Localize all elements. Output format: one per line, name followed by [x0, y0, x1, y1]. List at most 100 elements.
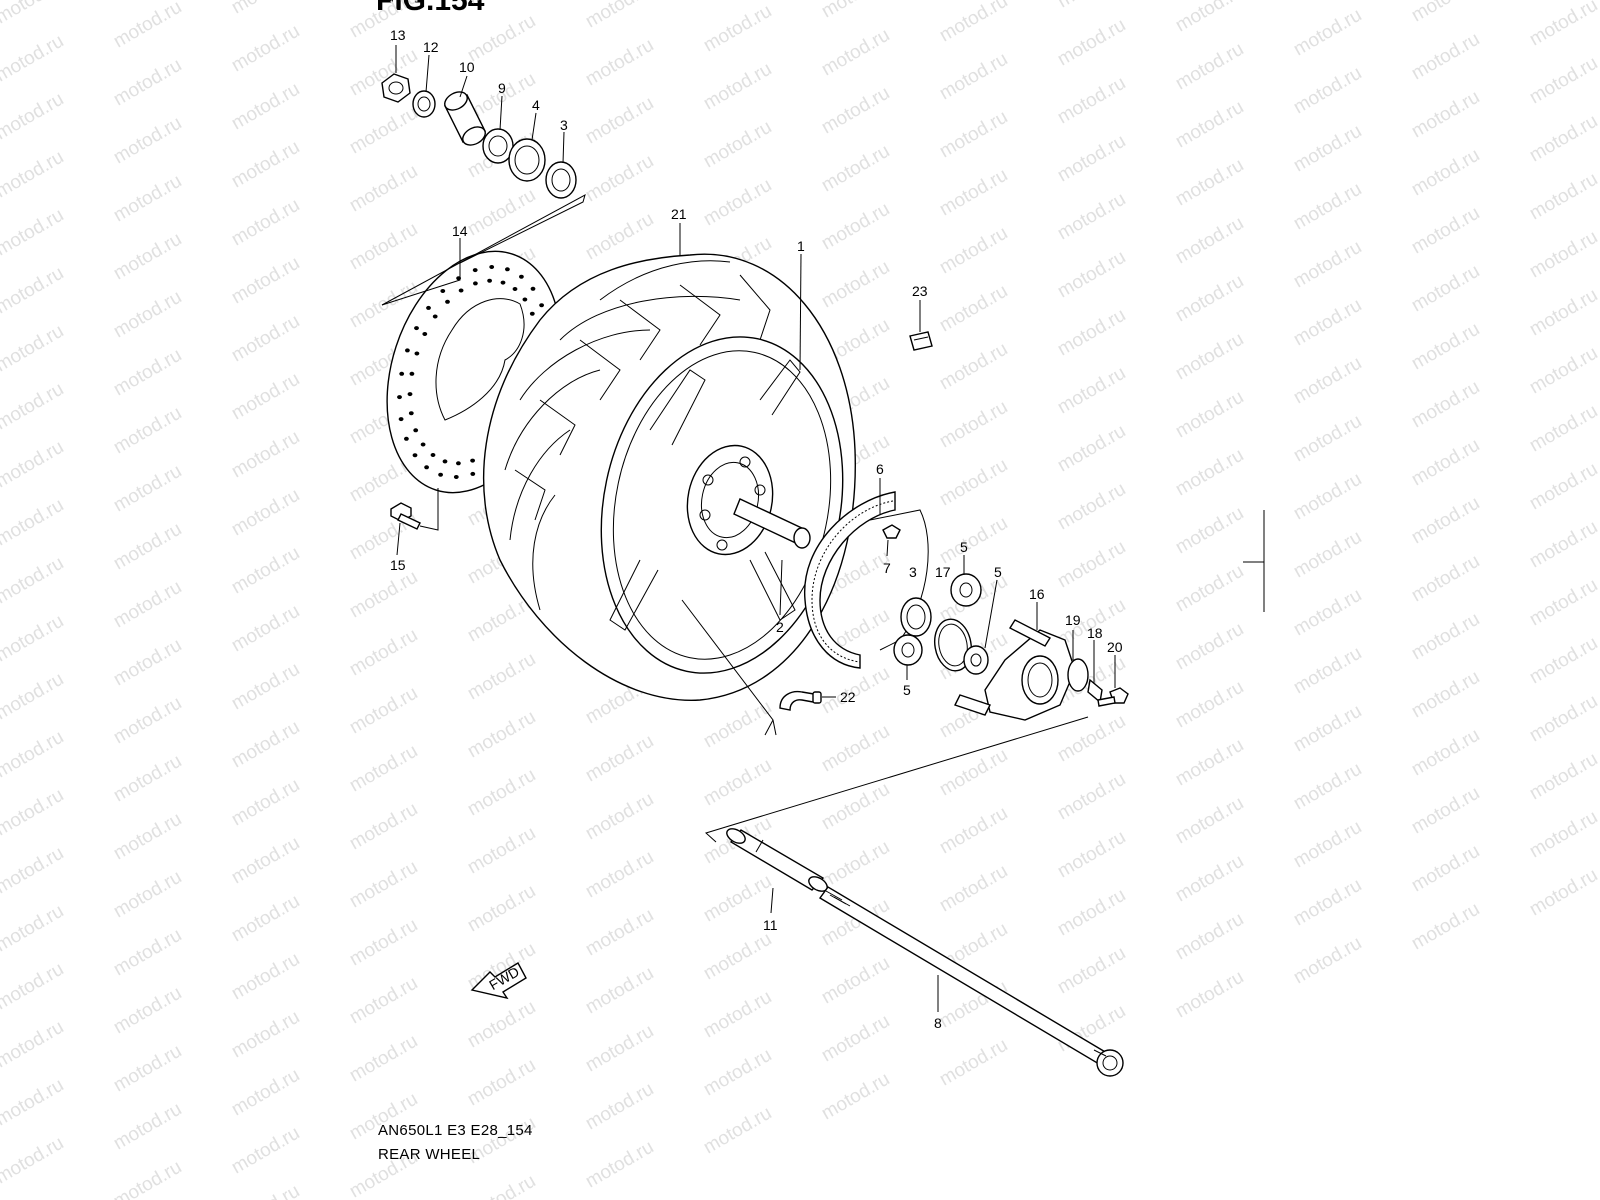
watermark-text: motod.ru: [228, 543, 303, 599]
watermark-text: motod.ru: [1172, 155, 1247, 211]
disc-hole: [470, 458, 475, 463]
watermark-text: motod.ru: [1526, 0, 1600, 50]
watermark-text: motod.ru: [1290, 411, 1365, 467]
watermark-text: motod.ru: [110, 461, 185, 517]
watermark-text: motod.ru: [1408, 319, 1483, 375]
watermark-text: motod.ru: [1290, 353, 1365, 409]
callout-3-lower: 3: [909, 564, 917, 580]
watermark-text: motod.ru: [1408, 609, 1483, 665]
watermark-text: motod.ru: [0, 901, 67, 957]
watermark-text: motod.ru: [1172, 213, 1247, 269]
watermark-text: motod.ru: [228, 21, 303, 77]
disc-hole: [398, 417, 404, 422]
callout-4: 4: [532, 97, 540, 113]
part-7-screw: [882, 524, 901, 539]
watermark-text: motod.ru: [1290, 875, 1365, 931]
watermark-text: motod.ru: [346, 915, 421, 971]
watermark-text: motod.ru: [1054, 537, 1129, 593]
disc-hole: [456, 461, 461, 466]
watermark-text: motod.ru: [818, 0, 893, 22]
watermark-text: motod.ru: [228, 485, 303, 541]
watermark-text: motod.ru: [818, 663, 893, 719]
watermark-text: motod.ru: [936, 861, 1011, 917]
watermark-text: motod.ru: [346, 161, 421, 217]
watermark-text: motod.ru: [1290, 701, 1365, 757]
part-19-cap: [1067, 658, 1089, 692]
watermark-text: motod.ru: [818, 1069, 893, 1125]
disc-hole: [412, 453, 418, 458]
watermark-text: motod.ru: [936, 397, 1011, 453]
watermark-text: motod.ru: [1290, 527, 1365, 583]
callout-5-c: 5: [903, 682, 911, 698]
watermark-text: motod.ru: [110, 0, 185, 52]
watermark-text: motod.ru: [582, 905, 657, 961]
watermark-text: motod.ru: [110, 229, 185, 285]
watermark-text: motod.ru: [1408, 551, 1483, 607]
watermark-text: motod.ru: [1408, 203, 1483, 259]
watermark-text: motod.ru: [1054, 0, 1129, 12]
watermark-text: motod.ru: [0, 31, 67, 87]
watermark-text: motod.ru: [464, 185, 539, 241]
disc-hole: [440, 289, 446, 293]
watermark-text: motod.ru: [1290, 237, 1365, 293]
disc-hole: [413, 428, 419, 433]
watermark-text: motod.ru: [346, 567, 421, 623]
watermark-text: motod.ru: [1526, 807, 1600, 863]
part-17-o-ring: [934, 618, 972, 672]
figure-name: REAR WHEEL: [378, 1146, 481, 1163]
watermark-text: motod.ru: [228, 601, 303, 657]
disc-hole: [487, 278, 492, 283]
watermark-text: motod.ru: [0, 1017, 67, 1073]
watermark-text: motod.ru: [464, 1055, 539, 1111]
part-16-sensor-housing: [954, 619, 1076, 721]
callout-21: 21: [671, 206, 687, 222]
part-3-bearing-lower: [900, 597, 932, 637]
watermark-text: motod.ru: [1290, 295, 1365, 351]
watermark-text: motod.ru: [936, 281, 1011, 337]
watermark-text: motod.ru: [936, 107, 1011, 163]
watermark-text: motod.ru: [1172, 561, 1247, 617]
watermark-text: motod.ru: [1526, 227, 1600, 283]
watermark-text: motod.ru: [464, 765, 539, 821]
watermark-text: motod.ru: [1172, 329, 1247, 385]
watermark-text: motod.ru: [1172, 619, 1247, 675]
watermark-text: motod.ru: [1172, 271, 1247, 327]
watermark-text: motod.ru: [1172, 97, 1247, 153]
watermark-text: motod.ru: [228, 775, 303, 831]
part-15-disc-bolt: [390, 502, 421, 530]
watermark-text: motod.ru: [1172, 967, 1247, 1023]
watermark-text: motod.ru: [1526, 401, 1600, 457]
watermark-text: motod.ru: [582, 209, 657, 265]
disc-hole: [472, 268, 478, 273]
watermark-text: motod.ru: [346, 741, 421, 797]
disc-hole: [407, 392, 413, 397]
watermark-text: motod.ru: [228, 311, 303, 367]
disc-hole: [522, 297, 528, 302]
disc-hole: [414, 351, 420, 356]
watermark-text: motod.ru: [110, 1041, 185, 1097]
watermark-text: motod.ru: [110, 577, 185, 633]
disc-hole: [424, 465, 429, 470]
watermark-text: motod.ru: [0, 437, 67, 493]
watermark-text: motod.ru: [1526, 459, 1600, 515]
callout-14: 14: [452, 223, 468, 239]
part-5-collar-a: [950, 573, 982, 607]
disc-hole: [453, 475, 459, 479]
watermark-text: motod.ru: [582, 1137, 657, 1193]
watermark-text: motod.ru: [346, 625, 421, 681]
watermark-text: motod.ru: [1408, 841, 1483, 897]
model-code: AN650L1 E3 E28_154: [378, 1122, 533, 1139]
watermark-text: motod.ru: [936, 803, 1011, 859]
watermark-text: motod.ru: [0, 669, 67, 725]
watermark-text: motod.ru: [1408, 435, 1483, 491]
watermark-text: motod.ru: [700, 175, 775, 231]
callout-3-top: 3: [560, 117, 568, 133]
watermark-text: motod.ru: [1526, 285, 1600, 341]
disc-hole: [473, 281, 478, 286]
watermark-text: motod.ru: [464, 707, 539, 763]
watermark-text: motod.ru: [0, 959, 67, 1015]
watermark-text: motod.ru: [700, 1045, 775, 1101]
part-20-bolt: [1097, 687, 1129, 707]
callout-16: 16: [1029, 586, 1045, 602]
part-12-washer: [412, 90, 436, 118]
